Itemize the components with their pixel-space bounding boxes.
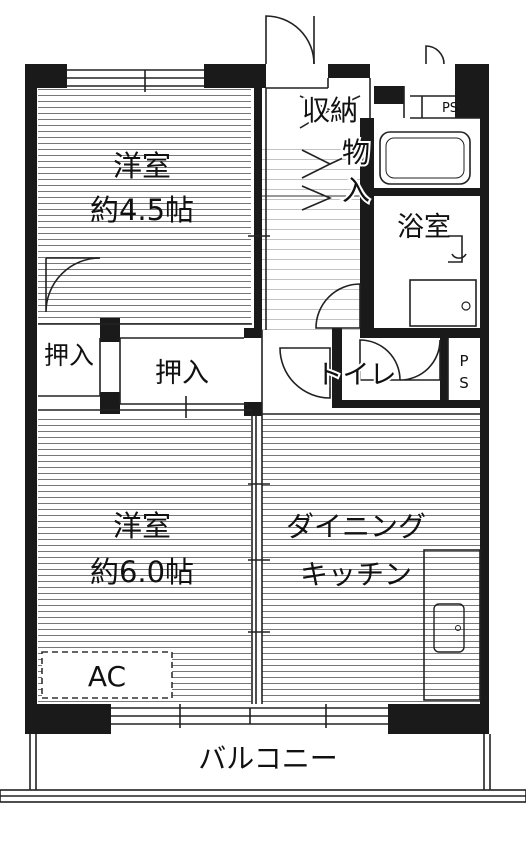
- partitions: [38, 78, 480, 704]
- washbasin: [409, 279, 477, 327]
- kitchen-sink: [433, 603, 465, 653]
- room-name-bathroom: 浴室: [397, 212, 451, 243]
- storage-label-1: 収納: [302, 94, 358, 127]
- room-name-toilet: トイレ: [316, 360, 397, 391]
- storage-label-2: 物: [342, 136, 370, 169]
- bathtub: [379, 131, 471, 185]
- walls: [25, 64, 489, 734]
- room-name-western-small: 洋室: [113, 149, 171, 183]
- room-size-western-large: 約6.0帖: [90, 555, 194, 589]
- aircon-unit: [41, 651, 173, 699]
- ps-top-label: PS: [442, 101, 458, 116]
- room-name-dining-kitchen-1: ダイニング: [286, 510, 426, 543]
- doors: [45, 15, 445, 399]
- kitchen-counter: [423, 549, 481, 701]
- room-size-western-small: 約4.5帖: [90, 193, 194, 227]
- tick-marks: [185, 235, 270, 633]
- balcony-label: バルコニー: [198, 742, 337, 775]
- storage-label-3: 入: [342, 174, 370, 207]
- ps-side-label-s: S: [459, 374, 469, 392]
- room-name-western-large: 洋室: [113, 509, 171, 543]
- room-name-dining-kitchen-2: キッチン: [300, 558, 412, 591]
- fixtures: [41, 131, 481, 701]
- aircon-label: AC: [88, 660, 126, 693]
- windows: [67, 69, 388, 728]
- closet-center-label: 押入: [155, 358, 209, 389]
- closet-left-label: 押入: [44, 341, 94, 370]
- ps-side-label-p: P: [459, 352, 468, 370]
- balcony: [0, 734, 526, 803]
- labels: 洋室 約4.5帖 洋室 約6.0帖 ダイニング キッチン 収納 物 入 浴室 ト…: [44, 92, 469, 775]
